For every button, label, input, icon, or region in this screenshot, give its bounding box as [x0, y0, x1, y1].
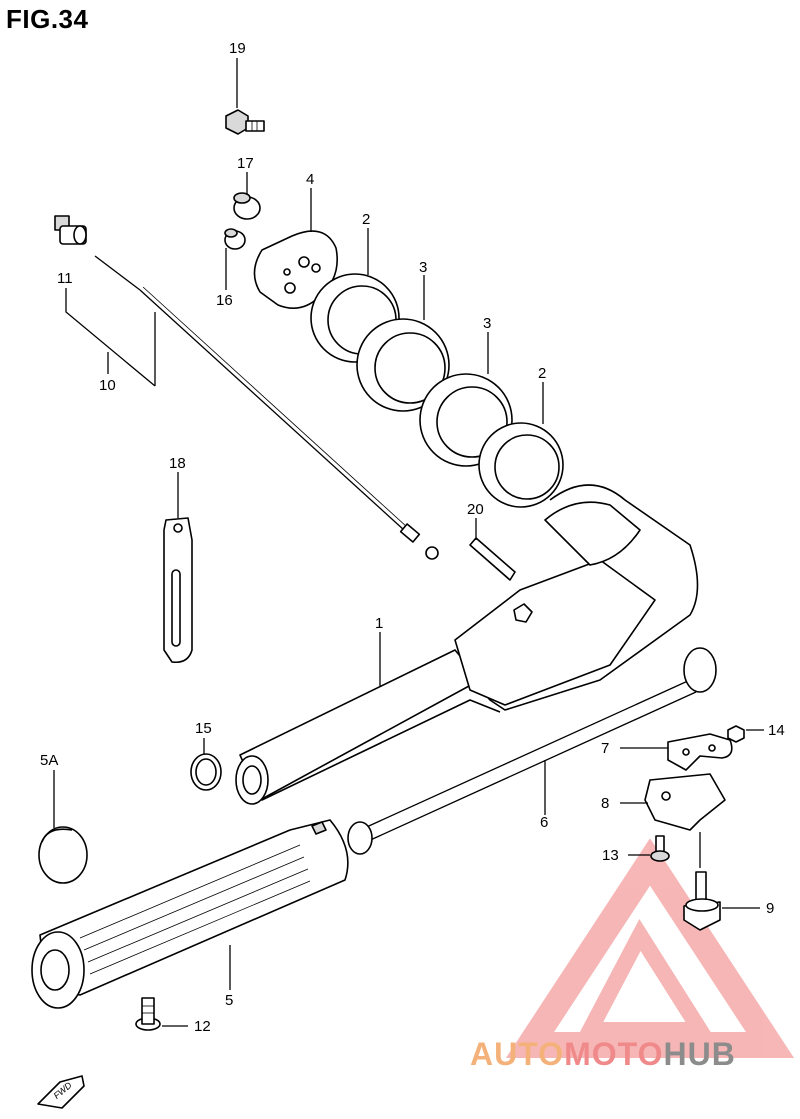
part-19-bolt [225, 109, 265, 135]
callout-5: 5 [225, 992, 233, 1009]
part-9-stud [683, 871, 721, 931]
callout-16: 16 [216, 292, 233, 309]
callout-9: 9 [766, 900, 774, 917]
callout-6: 6 [540, 814, 548, 831]
part-14-nut [727, 725, 745, 743]
part-7-plate [667, 733, 733, 771]
figure-title: FIG.34 [6, 4, 89, 34]
callout-17: 17 [237, 155, 254, 172]
part-2-bushing-lower [478, 422, 564, 508]
callout-8: 8 [601, 795, 609, 812]
watermark-part-moto: MOTO [564, 1036, 664, 1072]
callout-4: 4 [306, 171, 314, 188]
fwd-direction-marker: FWD [37, 1075, 85, 1109]
part-16-collar [224, 228, 246, 250]
part-5a-cap [38, 826, 88, 884]
part-3-seal-upper [356, 318, 450, 412]
part-10-throttle-cable [94, 255, 439, 560]
callout-19: 19 [229, 40, 246, 57]
part-11-nut [54, 215, 87, 245]
watermark-part-auto: AUTO [470, 1036, 565, 1072]
callout-1: 1 [375, 615, 383, 632]
callout-13: 13 [602, 847, 619, 864]
callout-labels: 19 17 16 4 2 3 3 2 11 10 18 20 1 15 5A 6… [40, 40, 785, 1035]
part-18-lever [163, 517, 193, 664]
callout-7: 7 [601, 740, 609, 757]
callout-11: 11 [57, 270, 73, 287]
callout-15: 15 [195, 720, 212, 737]
watermark-part-hub: HUB [663, 1036, 736, 1072]
part-20-clip [469, 537, 516, 581]
callout-18: 18 [169, 455, 186, 472]
callout-3-upper: 3 [419, 259, 427, 276]
part-5-grip [31, 819, 349, 1009]
callout-5a: 5A [40, 752, 58, 769]
leader-lines [53, 58, 764, 1027]
part-8-bracket [644, 773, 726, 831]
callout-14: 14 [768, 722, 785, 739]
callout-20: 20 [467, 501, 484, 518]
part-15-o-ring [190, 753, 222, 791]
callout-2-lower: 2 [538, 365, 546, 382]
watermark-text: AUTOMOTOHUB [470, 1036, 736, 1073]
part-12-screw [135, 997, 161, 1031]
part-1-tiller-handle [235, 484, 699, 805]
callout-2-upper: 2 [362, 211, 370, 228]
callout-3-lower: 3 [483, 315, 491, 332]
callout-10: 10 [99, 377, 116, 394]
watermark-logo [505, 838, 795, 1058]
callout-12: 12 [194, 1018, 211, 1035]
part-13-bolt [650, 835, 670, 862]
part-17-collar [233, 192, 261, 220]
part-6-shaft [347, 647, 717, 855]
